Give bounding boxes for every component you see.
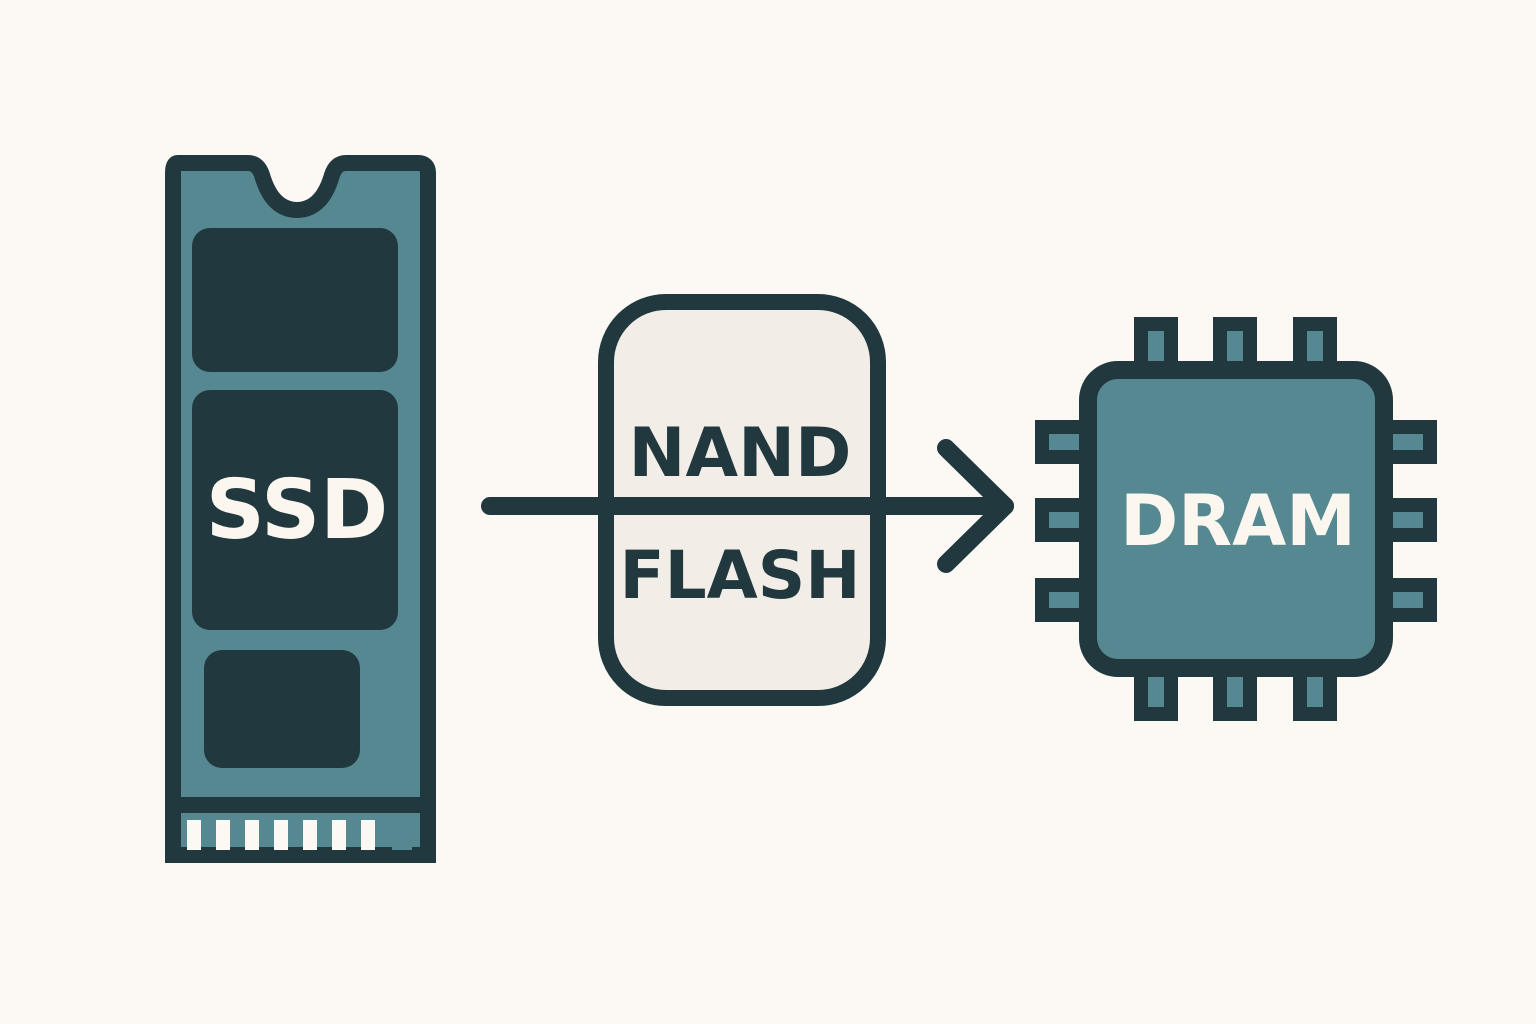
nand-label-line1: NAND <box>629 414 852 493</box>
dram-chip: DRAM <box>1035 317 1437 721</box>
ssd-chip-top <box>192 228 398 372</box>
ssd-connector-pins <box>187 820 412 850</box>
ssd-chip-middle <box>192 390 398 630</box>
nand-flash-block: NAND FLASH <box>598 294 886 706</box>
nand-label-line2: FLASH <box>620 537 861 614</box>
dram-label: DRAM <box>1120 480 1356 562</box>
ssd-chip-bottom <box>204 650 360 768</box>
ssd-label: SSD <box>206 463 389 558</box>
ssd-module: SSD <box>165 155 436 863</box>
dram-body <box>1079 361 1393 677</box>
ssd-connector-edge <box>165 797 436 863</box>
arrow-head <box>937 439 1014 573</box>
